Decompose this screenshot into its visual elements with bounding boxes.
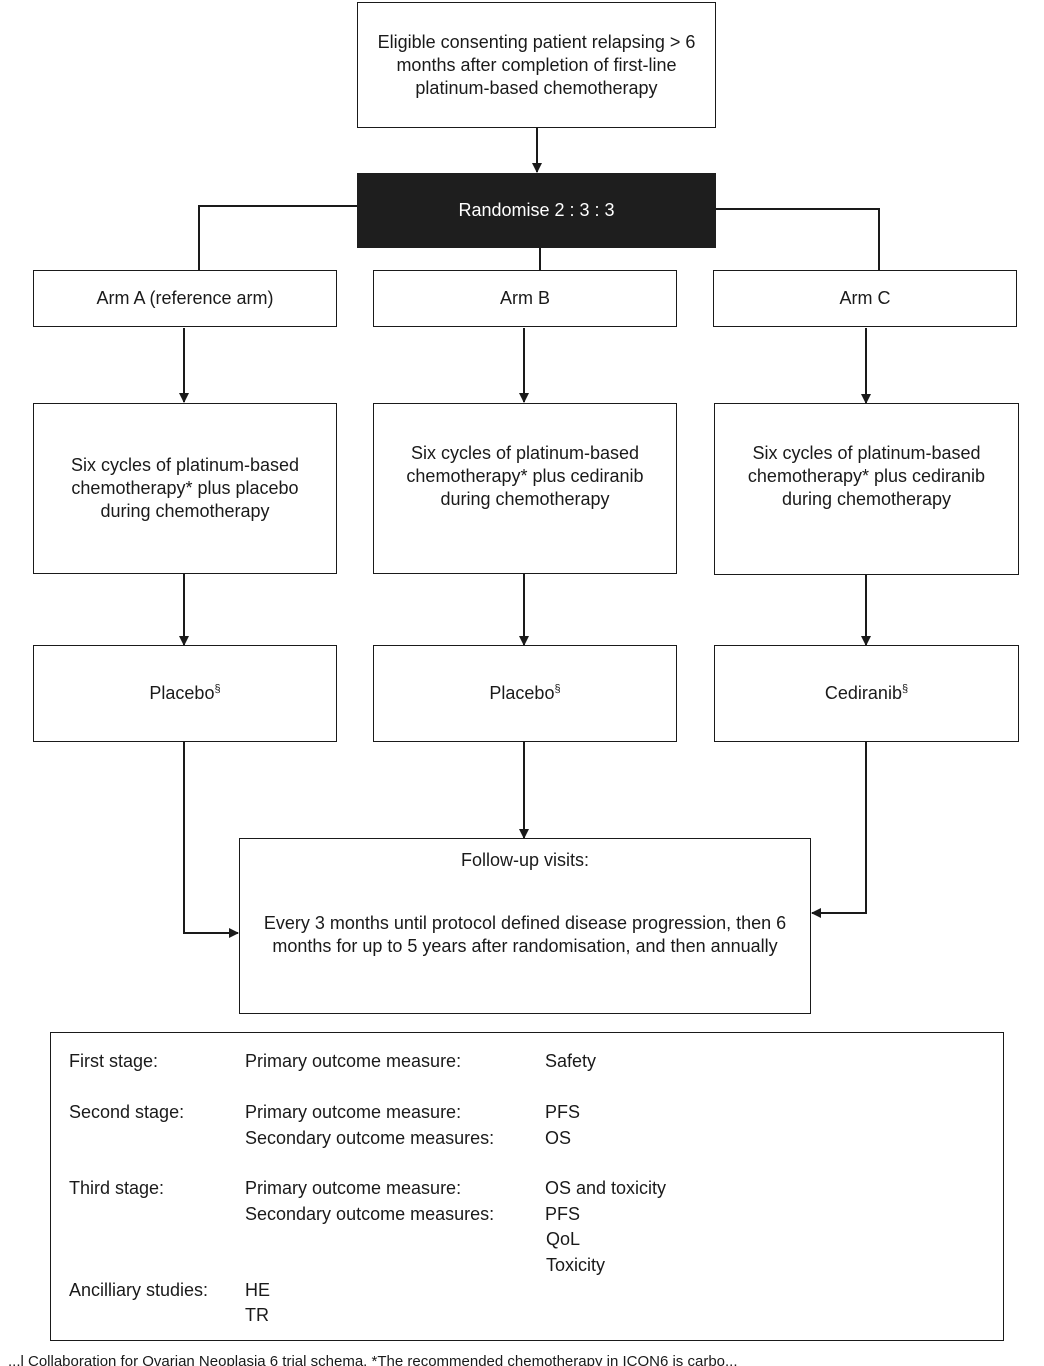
second-stage-label: Second stage: (69, 1102, 185, 1122)
arm-a-label: Arm A (reference arm) (96, 288, 274, 308)
eligible-patient-text: Eligible consenting patient relapsing > … (377, 31, 696, 98)
randomise-box: Randomise 2 : 3 : 3 (357, 173, 716, 248)
eligible-patient-box: Eligible consenting patient relapsing > … (357, 2, 716, 128)
arm-a-box: Arm A (reference arm) (33, 270, 337, 327)
maintenance-a-text: Placebo§ (149, 682, 220, 705)
third-secondary-label: Secondary outcome measures: (245, 1204, 495, 1224)
figure-caption-text: ...l Collaboration for Ovarian Neoplasia… (8, 1353, 738, 1366)
chemo-b-text: Six cycles of platinum-based chemotherap… (406, 443, 644, 509)
section-mark: § (554, 683, 561, 695)
chemo-c-text: Six cycles of platinum-based chemotherap… (747, 443, 986, 509)
third-primary-value: OS and toxicity (545, 1178, 667, 1198)
second-secondary-value: OS (545, 1128, 572, 1148)
followup-title: Follow-up visits: (460, 850, 590, 870)
third-stage-label: Third stage: (69, 1178, 165, 1198)
third-secondary-value-3: Toxicity (546, 1255, 606, 1275)
arm-b-box: Arm B (373, 270, 677, 327)
maintenance-b-label: Placebo (489, 683, 555, 703)
chemo-b-box: Six cycles of platinum-based chemotherap… (373, 403, 677, 574)
followup-box: Follow-up visits: Every 3 months until p… (239, 838, 811, 1014)
maintenance-c-label: Cediranib (824, 683, 902, 703)
ancillary-value-1: HE (245, 1280, 271, 1300)
first-stage-label: First stage: (69, 1051, 159, 1071)
third-secondary-value-1: PFS (545, 1204, 581, 1224)
figure-caption: ...l Collaboration for Ovarian Neoplasia… (0, 1352, 1044, 1366)
chemo-a-text: Six cycles of platinum-based chemotherap… (70, 455, 300, 521)
second-primary-value: PFS (545, 1102, 581, 1122)
second-primary-label: Primary outcome measure: (245, 1102, 462, 1122)
section-mark: § (901, 683, 909, 695)
ancillary-label: Ancilliary studies: (69, 1280, 209, 1300)
arrow-maint-a-to-followup (183, 742, 239, 938)
first-primary-value: Safety (545, 1051, 597, 1071)
third-secondary-value-2: QoL (546, 1229, 581, 1249)
section-mark: § (214, 683, 221, 695)
outcome-measures-table: First stage: Primary outcome measure: Sa… (50, 1032, 1004, 1341)
maintenance-a-label: Placebo (149, 683, 215, 703)
connector-randomise-to-arm-a (198, 205, 357, 270)
ancillary-value-2: TR (245, 1305, 269, 1325)
arm-c-box: Arm C (713, 270, 1017, 327)
connector-randomise-to-arm-c (716, 208, 880, 270)
randomise-text: Randomise 2 : 3 : 3 (458, 200, 615, 220)
arm-c-label: Arm C (839, 288, 891, 308)
maintenance-b-text: Placebo§ (489, 682, 560, 705)
chemo-a-box: Six cycles of platinum-based chemotherap… (33, 403, 337, 574)
maintenance-b-box: Placebo§ (373, 645, 677, 742)
first-primary-label: Primary outcome measure: (245, 1051, 462, 1071)
maintenance-c-box: Cediranib§ (714, 645, 1019, 742)
third-primary-label: Primary outcome measure: (245, 1178, 462, 1198)
second-secondary-label: Secondary outcome measures: (245, 1128, 495, 1148)
arm-b-label: Arm B (499, 288, 550, 308)
chemo-c-box: Six cycles of platinum-based chemotherap… (714, 403, 1019, 575)
arrow-maint-c-to-followup (811, 742, 867, 918)
followup-body: Every 3 months until protocol defined di… (263, 913, 787, 956)
maintenance-c-text: Cediranib§ (825, 682, 908, 705)
maintenance-a-box: Placebo§ (33, 645, 337, 742)
